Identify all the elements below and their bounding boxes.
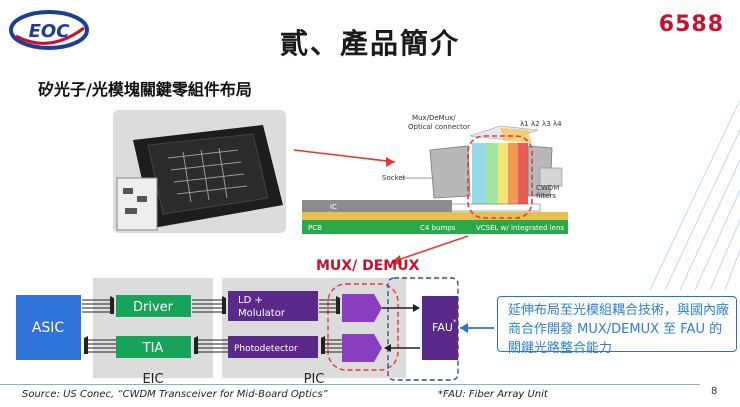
photodetector-block [228,336,318,358]
label-mux-demux: Mux/DeMux/ [412,114,456,122]
mux-highlight-circle [467,135,533,219]
stock-code: 6588 [658,12,724,37]
mux-demux-label: MUX/ DEMUX [316,258,420,274]
driver-label: Driver [133,300,174,315]
mux-dashed-highlight [327,283,399,371]
ld-label-line2: Molulator [238,308,286,319]
label-c4-bumps: C4 bumps [420,224,456,232]
decorative-stripes [649,99,740,291]
label-lambda-2: λ2 [531,120,540,128]
ld-label-line1: LD + [238,295,263,306]
note-box: 延伸布局至光模組耦合技術，與國內廠商合作開發 MUX/DEMUX 至 FAU 的… [497,296,737,356]
label-filters: filters [536,192,556,200]
cross-section-diagram: Mux/DeMux/ Optical connector λ1 λ2 λ3 λ4… [302,114,568,234]
asic-block [16,295,81,360]
ld-modulator-block [228,291,318,321]
page-number: 8 [711,386,718,397]
label-cwdm: CWDM [536,184,559,192]
source-citation: Source: US Conec, “CWDM Transceiver for … [22,389,328,400]
connector-photo [113,110,286,233]
label-ic: IC [330,203,337,211]
asic-label: ASIC [32,320,65,336]
logo-text: EOC [29,21,71,42]
section-subtitle: 矽光子/光模塊關鍵零組件布局 [38,80,252,99]
label-vcsel: VCSEL w/ integrated lens [476,224,564,232]
photodetector-label: Photodetector [234,344,298,354]
label-lambda-4: λ4 [553,120,562,128]
eic-label: EIC [142,372,163,387]
tia-label: TIA [142,341,164,356]
label-pcb: PCB [308,224,322,232]
demux-shape [342,334,382,362]
driver-block [116,295,191,317]
mux-shape [342,294,382,322]
fau-block [422,296,458,360]
tia-block [116,336,191,358]
label-optical-connector: Optical connector [408,123,470,131]
fau-asterisk: * [453,318,457,326]
pic-label: PIC [304,372,325,387]
fau-footnote: *FAU: Fiber Array Unit [438,389,548,400]
eoc-logo: EOC [8,8,90,52]
footer-divider [0,384,700,385]
fau-label: FAU [432,321,453,334]
label-lambda-3: λ3 [542,120,551,128]
label-socket: Socket [382,174,406,182]
label-lambda-1: λ1 [520,120,529,128]
block-diagram: ASIC EIC Driver TIA PIC LD + Molulator P… [16,277,494,387]
page-title: 貳、產品簡介 [279,27,460,60]
eic-region [93,278,213,378]
